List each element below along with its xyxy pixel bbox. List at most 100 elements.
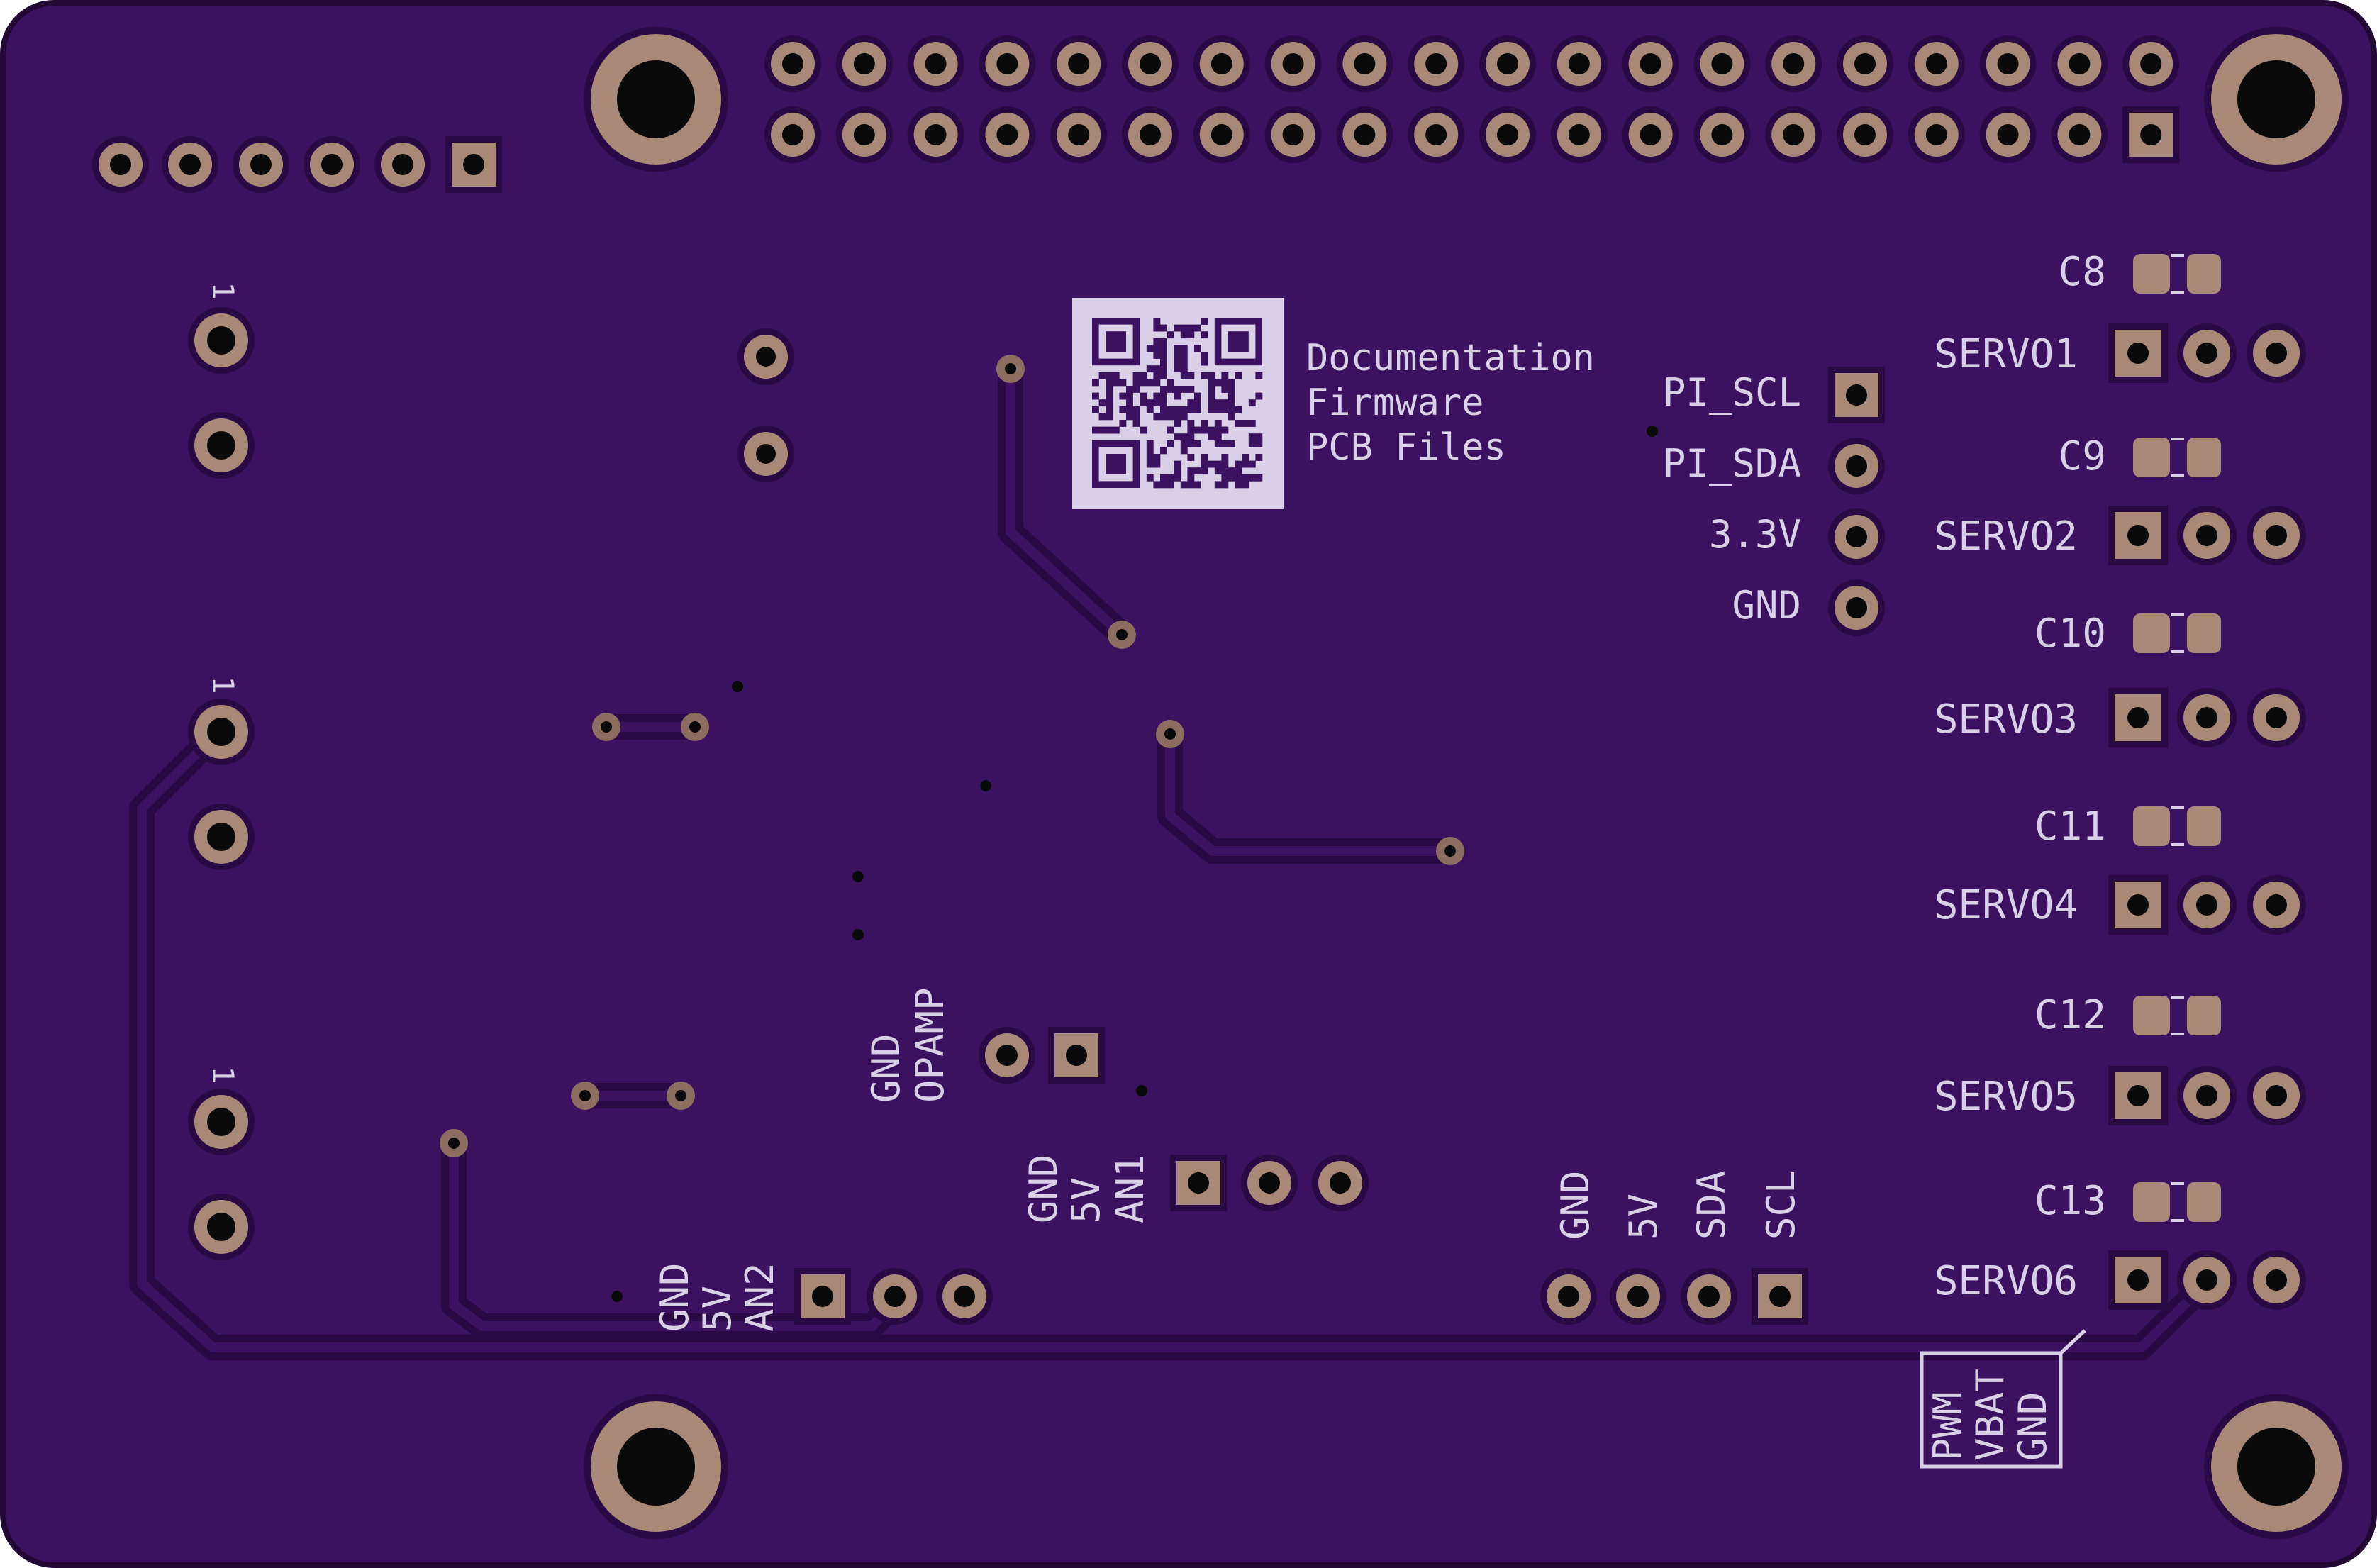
capacitor-c11 (2133, 806, 2221, 846)
gpio-pad-top-11 (1479, 35, 1536, 92)
qr-module (1098, 426, 1106, 434)
pad-drill (1425, 124, 1447, 145)
opamp-header-pin-gnd (979, 1027, 1035, 1084)
label-i2c-5v: 5V (1621, 1194, 1666, 1240)
label-an1-5v: 5V (1064, 1177, 1108, 1223)
qr-module (1106, 379, 1113, 387)
pad-drill (1068, 124, 1090, 145)
pad-drill (1854, 124, 1876, 145)
label-an2-gnd: GND (652, 1262, 697, 1332)
via-6 (681, 713, 709, 741)
qr-module (1187, 324, 1195, 332)
opamp-header-pin-opamp (1048, 1027, 1105, 1084)
pad-drill (1497, 124, 1518, 145)
qr-module (1106, 413, 1113, 421)
pad-drill (1627, 1286, 1649, 1307)
gpio-pad-bottom-18 (1979, 106, 2037, 163)
pad-drill (207, 1213, 235, 1241)
qr-module (1180, 413, 1188, 421)
servo1-pin-vbat (2177, 323, 2237, 383)
qr-module (1106, 406, 1113, 413)
pad-drill (2127, 707, 2149, 728)
qr-module (1201, 467, 1208, 475)
qr-module (1187, 440, 1195, 447)
gpio-header-2x20 (764, 35, 2180, 163)
qr-module (1221, 454, 1229, 461)
qr-module (1201, 372, 1208, 379)
pad-drill (2127, 525, 2149, 546)
cap-pad-1 (2133, 613, 2170, 653)
an2-header-pin-1 (794, 1268, 851, 1325)
qr-module (1167, 386, 1174, 393)
qr-module (1242, 474, 1249, 482)
pad-drill (1282, 124, 1304, 145)
qr-module (1180, 372, 1188, 379)
mounting-holes (584, 27, 2349, 1539)
capacitor-c13 (2133, 1182, 2221, 1222)
pad-drill (2196, 343, 2217, 364)
pad-drill (1068, 53, 1090, 74)
qr-module (1146, 460, 1154, 468)
pad-drill (1188, 1172, 1209, 1194)
legend-vbat: VBAT (1968, 1369, 2013, 1461)
capacitor-c12 (2133, 996, 2221, 1035)
qr-module (1132, 406, 1140, 413)
qr-module (1180, 358, 1188, 366)
qr-module (1214, 440, 1222, 447)
qr-module (1174, 386, 1181, 393)
servo2-pin-pwm (2108, 506, 2168, 565)
qr-module (1153, 460, 1161, 468)
micro-via-4 (852, 929, 864, 940)
pad-drill (1925, 124, 1947, 145)
pad-drill (1568, 53, 1590, 74)
qr-module (1119, 392, 1127, 400)
top-left-header-pad-3 (162, 136, 218, 193)
qr-module (1126, 386, 1133, 393)
via-drill (448, 1138, 460, 1149)
via-drill (675, 1090, 686, 1101)
pad-drill (782, 124, 803, 145)
qr-module (1146, 365, 1154, 373)
top-left-header-pad-4 (233, 136, 289, 193)
pad-drill (2127, 1269, 2149, 1291)
qr-module (1167, 426, 1174, 434)
qr-module (1228, 440, 1235, 447)
mounting-hole-1 (584, 27, 728, 172)
gpio-pad-top-13 (1622, 35, 1679, 92)
qr-module (1174, 345, 1181, 352)
qr-module (1214, 426, 1222, 434)
qr-module (1255, 433, 1263, 441)
pin1-marker-1: 1 (206, 282, 240, 299)
gpio-pad-top-16 (1837, 35, 1893, 92)
qr-module (1092, 426, 1099, 434)
qr-code (1072, 298, 1284, 509)
qr-module (1248, 399, 1256, 407)
vias (440, 355, 1658, 1302)
qr-module (1255, 454, 1263, 461)
pad-drill (1259, 1172, 1280, 1194)
label-an2-5v: 5V (695, 1286, 740, 1332)
an1-header-pin-1 (1170, 1155, 1227, 1211)
left-connector-2-pin2 (188, 804, 255, 870)
qr-module (1167, 474, 1174, 482)
small-header-pin2 (737, 426, 794, 482)
pad-drill (2127, 1085, 2149, 1106)
qr-module (1126, 413, 1133, 421)
qr-module (1167, 379, 1174, 387)
qr-module (1221, 386, 1229, 393)
qr-module (1167, 331, 1174, 339)
qr-module (1208, 392, 1215, 400)
pad-drill (207, 718, 235, 746)
qr-module (1187, 372, 1195, 379)
label-an1-gnd: GND (1021, 1154, 1066, 1223)
gpio-pad-1 (2122, 106, 2180, 163)
qr-module (1132, 413, 1140, 421)
qr-module (1242, 481, 1249, 489)
qr-module (1153, 481, 1161, 489)
qr-module (1221, 440, 1229, 447)
qr-module (1214, 481, 1222, 489)
qr-module (1146, 406, 1154, 413)
qr-module (1160, 365, 1167, 373)
cap-pad-1 (2133, 254, 2170, 294)
via-7 (571, 1082, 599, 1110)
